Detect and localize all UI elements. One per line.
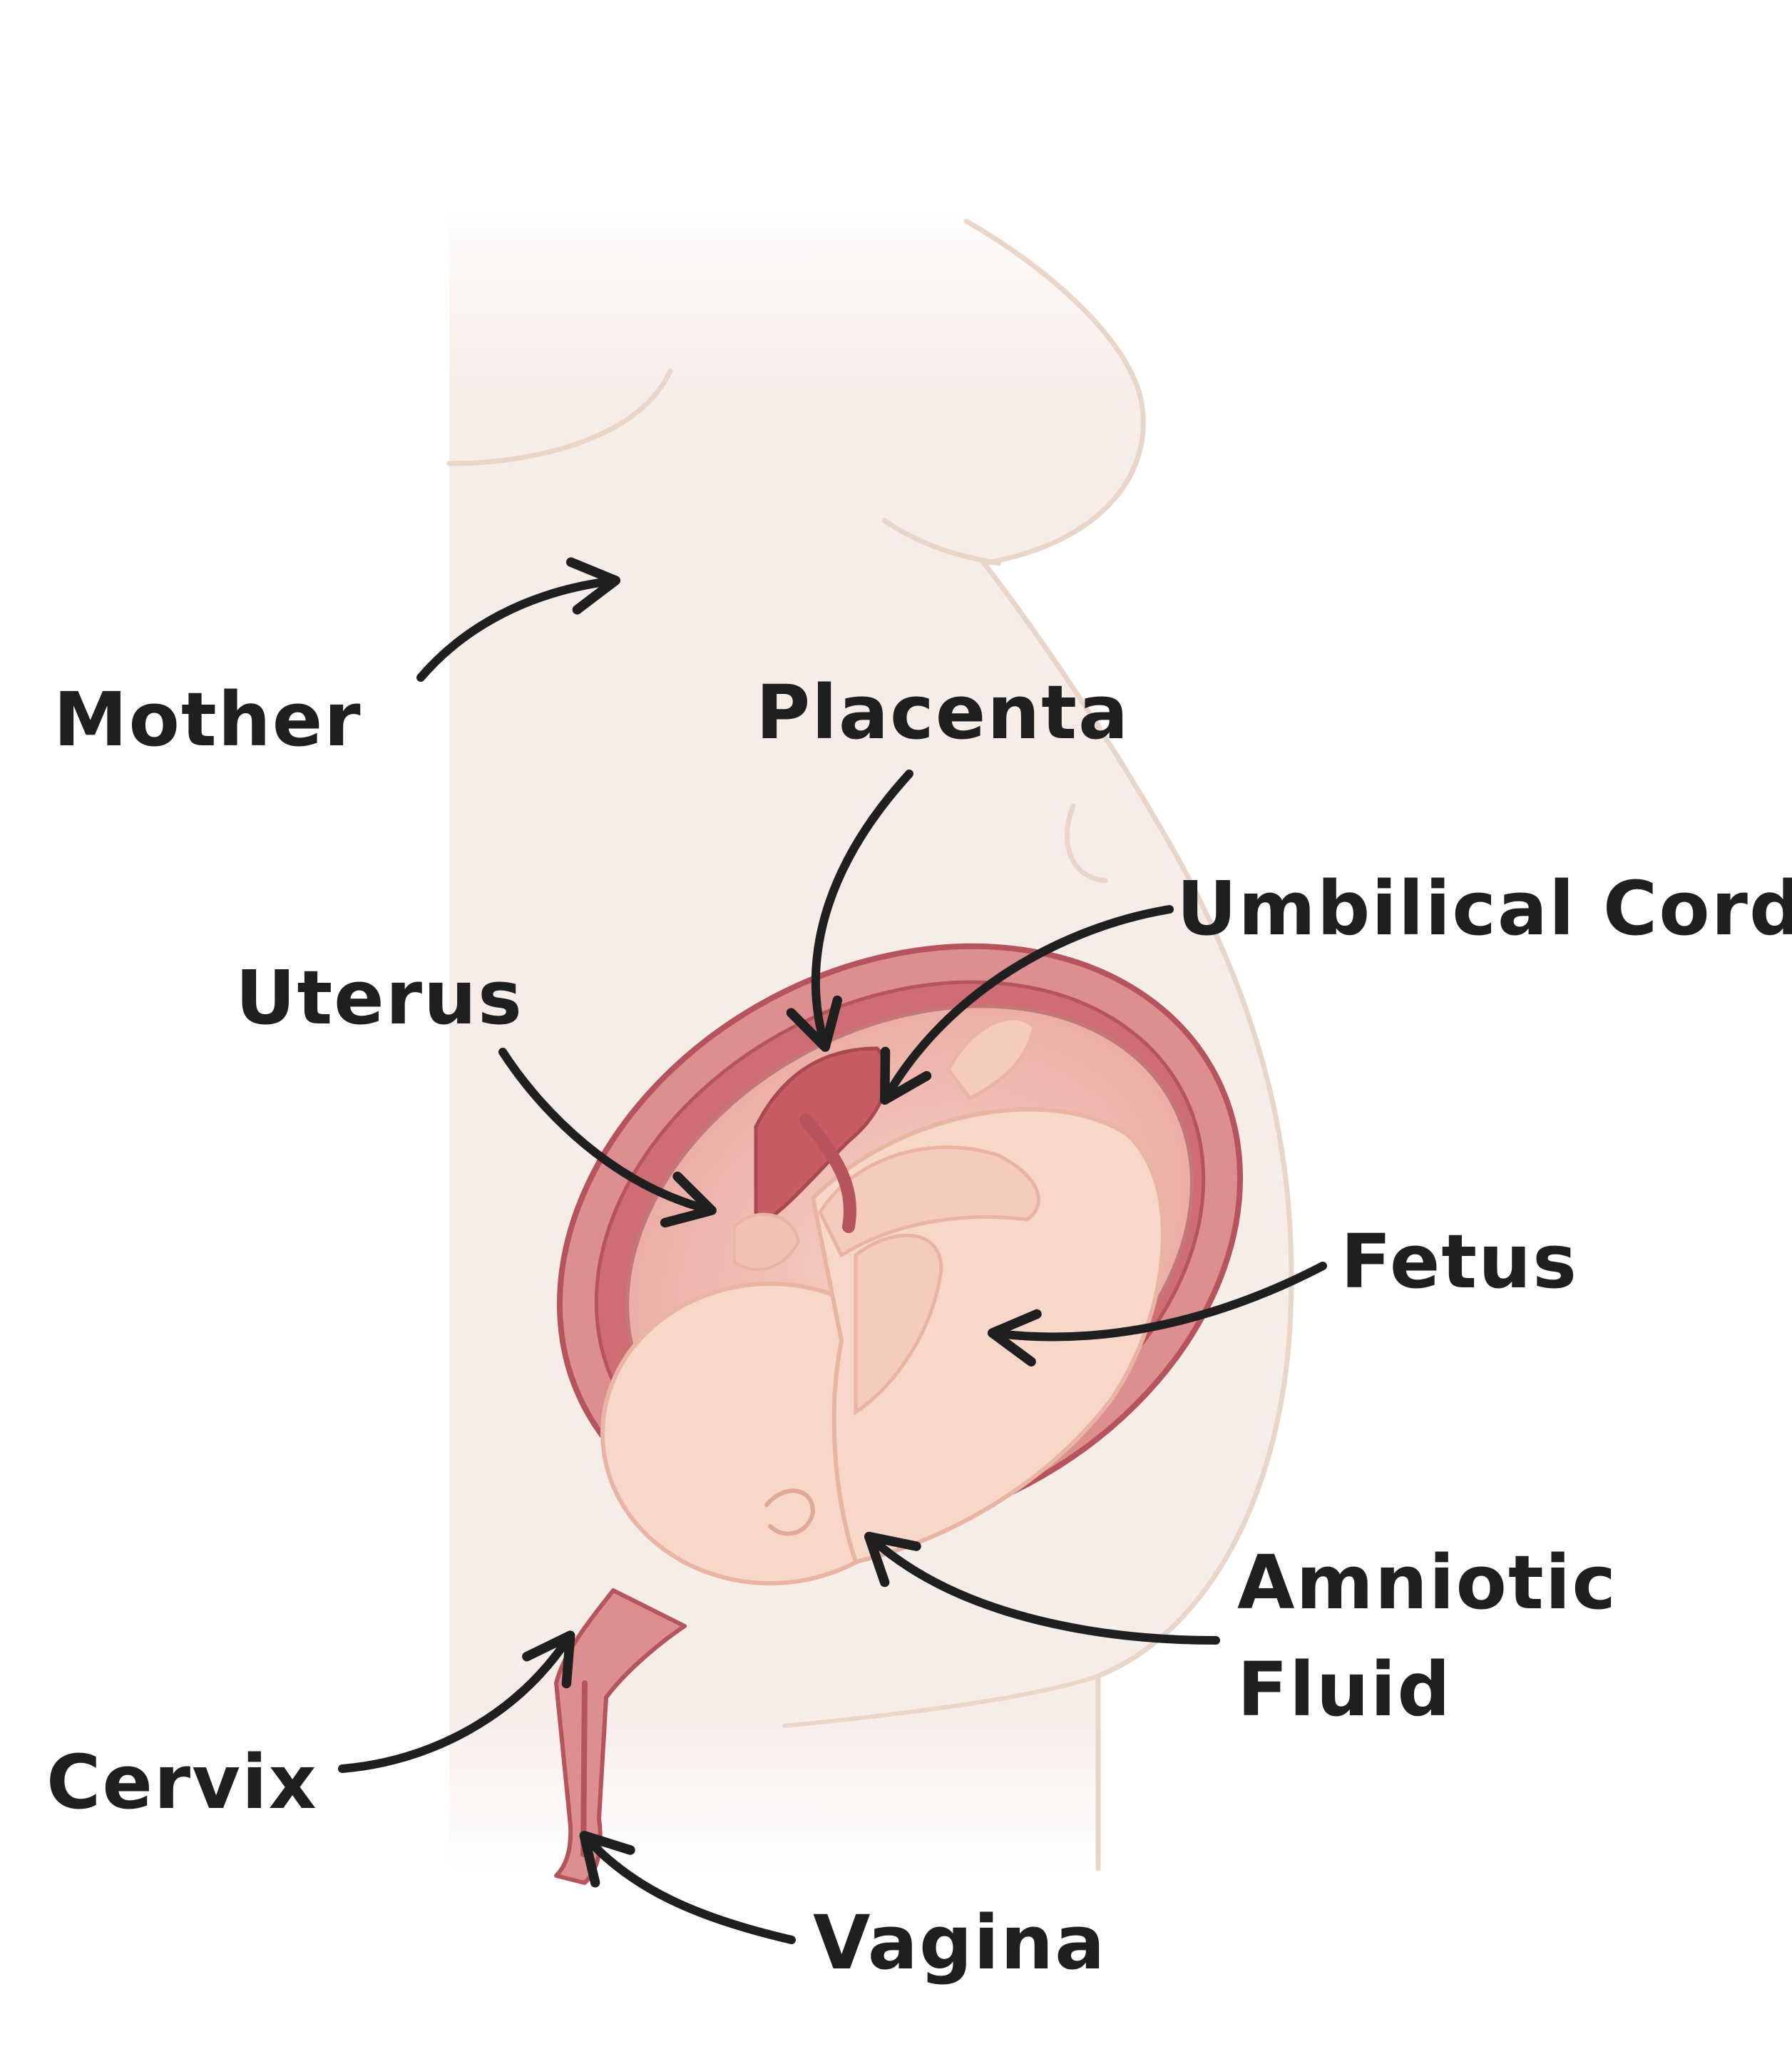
- fetus-foot: [946, 1016, 1036, 1101]
- arrows: [338, 557, 1327, 1944]
- fetus-hand: [733, 1212, 801, 1271]
- label-cervix: Cervix: [46, 1739, 318, 1826]
- umbilical-cord-shape: [799, 1113, 856, 1233]
- fetus-arm: [854, 1233, 943, 1416]
- lower-belly-line: [782, 1674, 1100, 1728]
- mother-arrow: [416, 557, 621, 682]
- navel: [1064, 803, 1108, 884]
- fetus-ear: [764, 1488, 816, 1536]
- vaginal-canal: [580, 1680, 588, 1857]
- placenta-arrow: [786, 770, 913, 1052]
- label-amniotic-fluid-line1: Amniotic: [1237, 1539, 1617, 1626]
- fetus-arrow: [987, 1262, 1327, 1366]
- breast-underline: [881, 518, 1001, 566]
- fetus-leg: [818, 1145, 1040, 1258]
- label-amniotic-fluid-line2: Fluid: [1237, 1646, 1452, 1733]
- mother-outline: [963, 218, 1294, 1871]
- label-placenta: Placenta: [756, 669, 1130, 756]
- label-mother: Mother: [53, 676, 362, 763]
- label-umbilical-cord: Umbilical Cord: [1177, 865, 1792, 952]
- uterus-arrow: [498, 1048, 717, 1228]
- amniotic-fluid-arrow: [864, 1531, 1220, 1645]
- umbilical-cord-arrow: [880, 905, 1174, 1105]
- label-vagina: Vagina: [813, 1899, 1106, 1986]
- cervix-arrow: [338, 1630, 575, 1773]
- breast-crease: [446, 368, 673, 466]
- vagina-arrow: [579, 1831, 796, 1944]
- label-fetus: Fetus: [1341, 1218, 1578, 1305]
- labels: Mother Placenta Umbilical Cord Uterus Fe…: [46, 669, 1792, 1986]
- label-uterus: Uterus: [235, 954, 523, 1041]
